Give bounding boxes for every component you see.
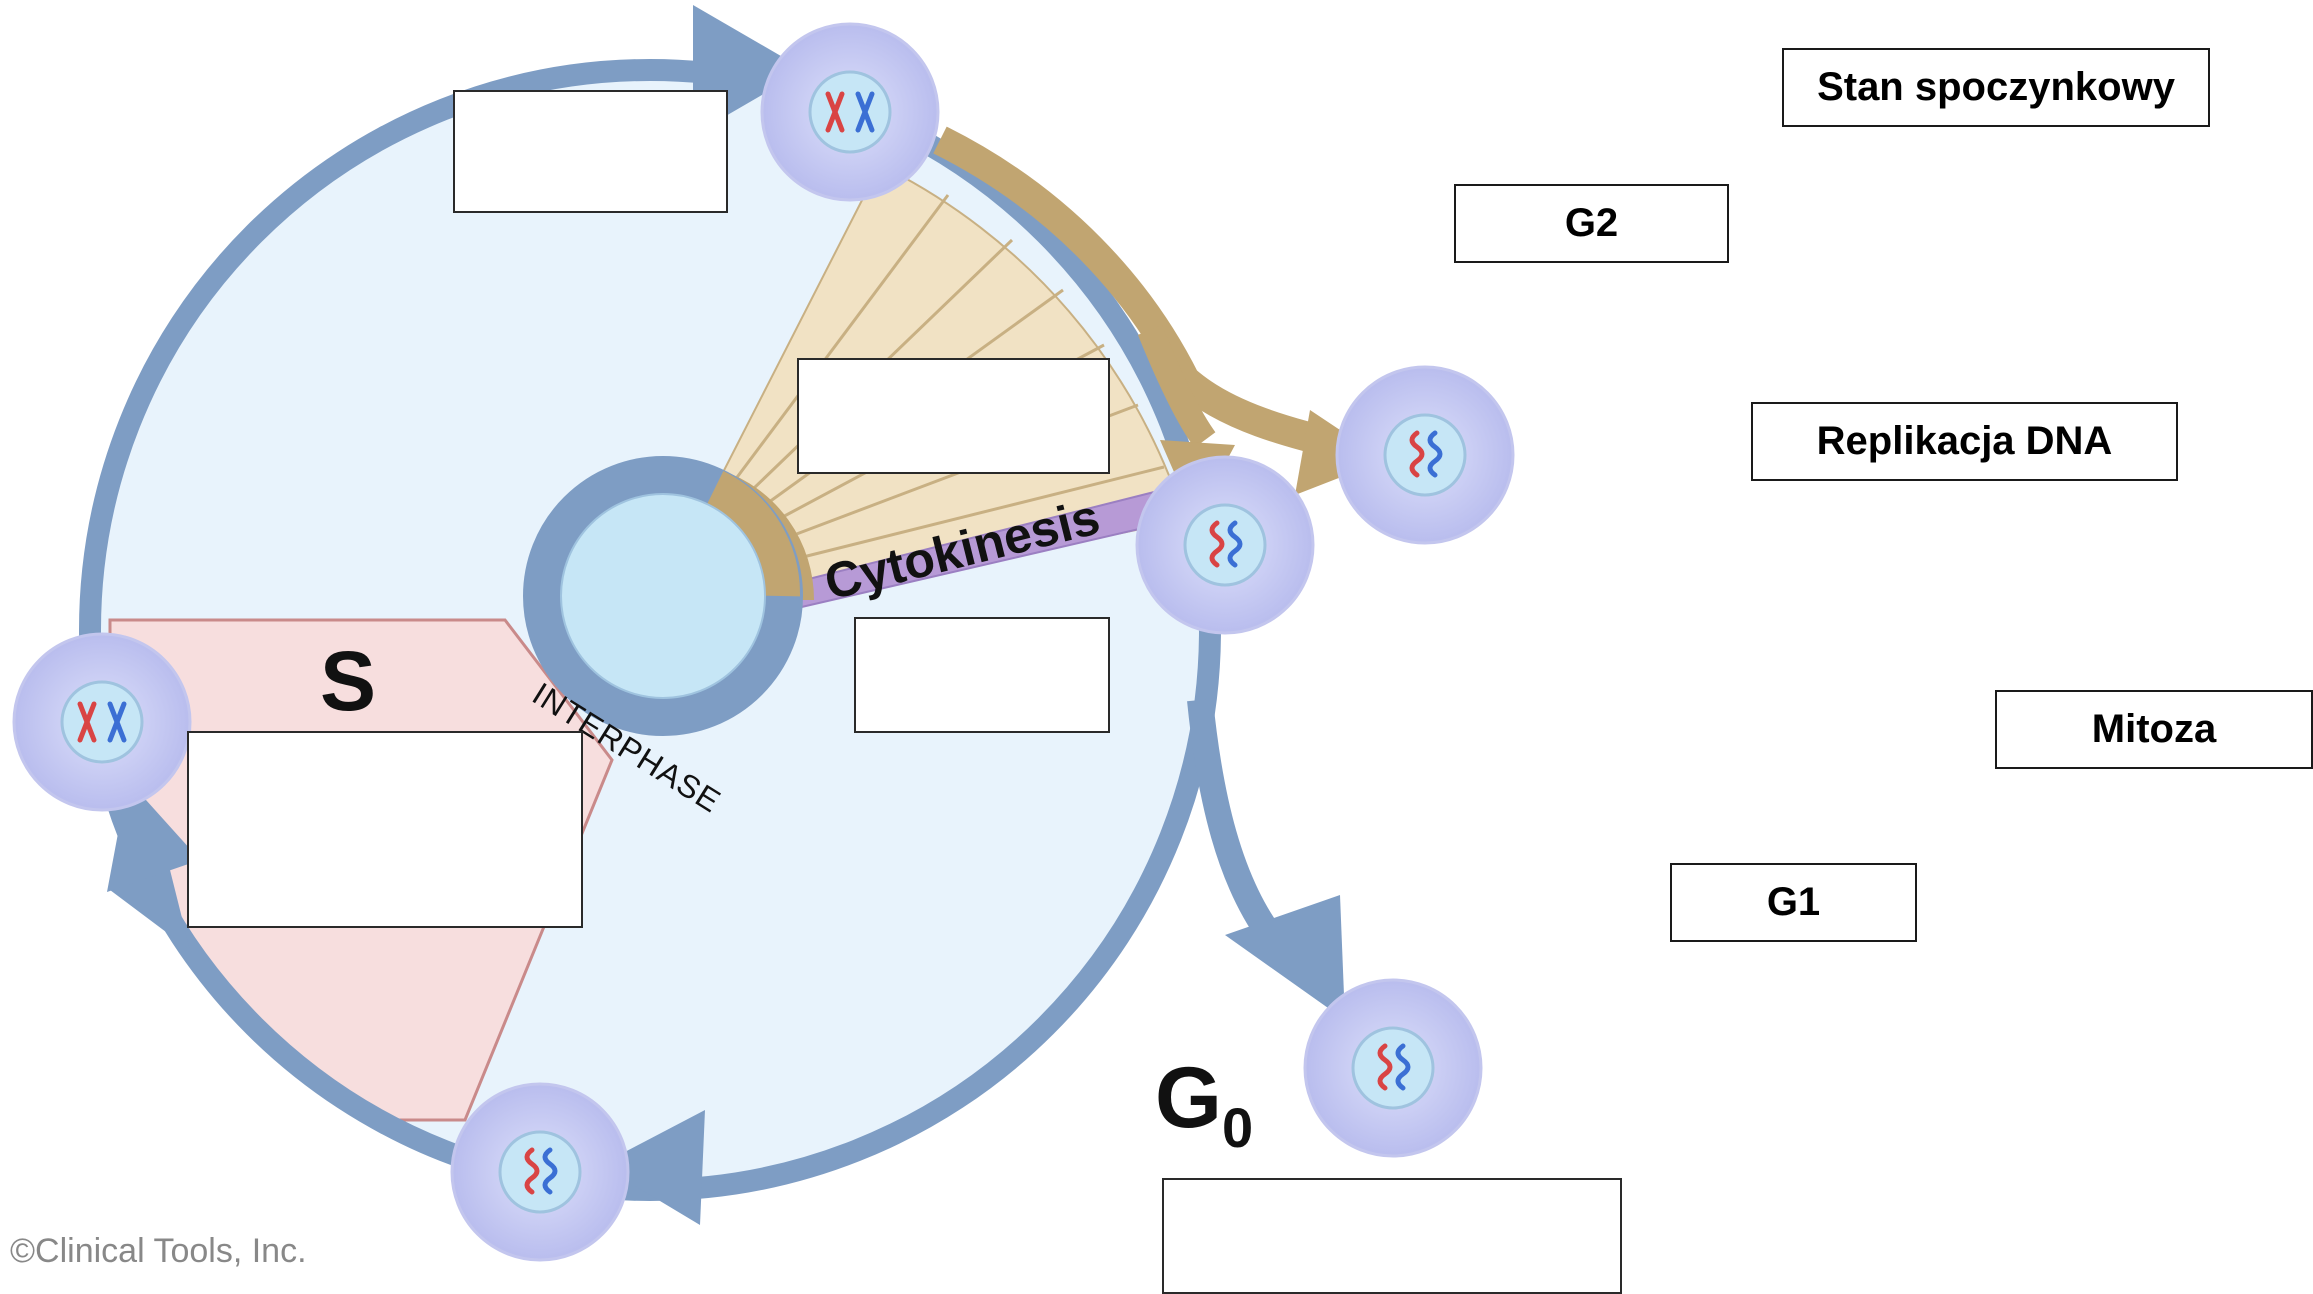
g0-exit-arrow	[1187, 698, 1281, 943]
s-phase-label: S	[320, 634, 376, 728]
cell-icon-mid-right	[1137, 457, 1313, 633]
drop-target-g0[interactable]	[1162, 1178, 1622, 1294]
nucleus-center	[560, 493, 766, 699]
cell-icon-left	[14, 634, 190, 810]
cell-icon-g0	[1305, 980, 1481, 1156]
copyright-text: ©Clinical Tools, Inc.	[10, 1232, 307, 1270]
mitosis-arrow-band-2	[1137, 325, 1216, 448]
drop-target-cytokinesis[interactable]	[854, 617, 1110, 733]
option-mitoza[interactable]: Mitoza	[1995, 690, 2313, 769]
cell-icon-far-right	[1337, 367, 1513, 543]
g0-label-main: G	[1155, 1050, 1222, 1146]
arrow-to-left-cell	[110, 830, 190, 950]
option-g1[interactable]: G1	[1670, 863, 1917, 942]
option-replikacja-dna[interactable]: Replikacja DNA	[1751, 402, 2178, 481]
g0-exit-arrowhead	[1225, 895, 1345, 1020]
drop-target-s-phase[interactable]	[187, 731, 583, 928]
option-stan-spoczynkowy[interactable]: Stan spoczynkowy	[1782, 48, 2210, 127]
arrow-to-bottom-cell	[600, 1110, 705, 1225]
drop-target-top[interactable]	[453, 90, 728, 213]
cell-icon-top	[762, 24, 938, 200]
cell-icon-bottom	[452, 1084, 628, 1260]
arrow-to-left-cell-head	[107, 780, 200, 892]
drop-target-mitosis[interactable]	[797, 358, 1110, 474]
interphase-ring-overlay	[706, 470, 800, 597]
option-g2[interactable]: G2	[1454, 184, 1729, 263]
g0-label-sub: 0	[1222, 1096, 1253, 1159]
